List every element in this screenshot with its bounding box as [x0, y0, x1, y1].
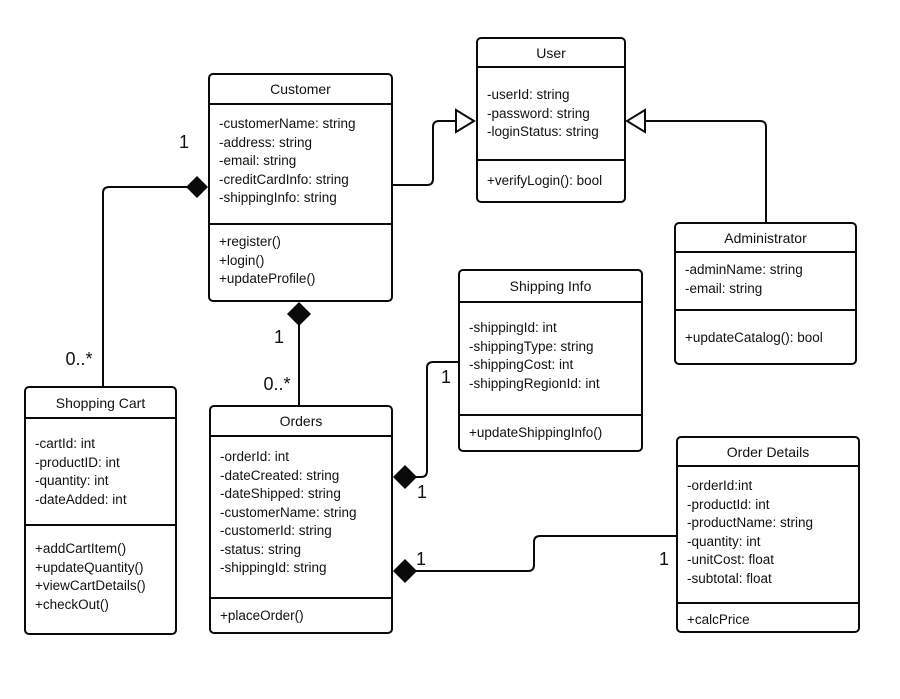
methods-section: +updateShippingInfo(): [460, 416, 641, 443]
composition-orders-orderdetails: [393, 535, 677, 583]
method-item: +viewCartDetails(): [35, 578, 146, 593]
attribute-item: -shippingCost: int: [469, 357, 574, 372]
uml-class-shippinginfo: Shipping Info -shippingId: int -shippingT…: [458, 269, 643, 452]
attribute-item: -shippingInfo: string: [219, 190, 337, 205]
attributes-section: -orderId:int -productId: int -productName:…: [678, 467, 858, 604]
attribute-item: -customerName: string: [220, 504, 357, 520]
methods-section: +updateCatalog(): bool: [676, 311, 855, 348]
attribute-item: -address: string: [219, 134, 313, 150]
attribute-item: -loginStatus: string: [487, 124, 599, 139]
multiplicity-label: 1: [440, 367, 452, 387]
attribute-item: -shippingId: int: [469, 320, 557, 335]
composition-orders-shippinginfo: [393, 361, 459, 489]
method-item: +addCartItem(): [35, 541, 127, 556]
class-title: Customer: [210, 75, 391, 105]
attribute-item: -shippingRegionId: int: [469, 375, 600, 391]
attribute-item: -customerId: string: [220, 523, 332, 538]
attributes-section: -userId: string -password: string -loginSt…: [478, 68, 624, 161]
method-item: +register(): [219, 234, 281, 249]
multiplicity-label: 1: [416, 482, 428, 502]
attribute-item: -quantity: int: [687, 533, 761, 549]
methods-section: +addCartItem() +updateQuantity() +viewCart…: [26, 526, 175, 614]
uml-class-orderdetails: Order Details -orderId:int -productId: in…: [676, 436, 860, 633]
class-title: Order Details: [678, 438, 858, 467]
multiplicity-label: 1: [178, 132, 190, 152]
attribute-item: -status: string: [220, 541, 302, 557]
uml-class-shoppingcart: Shopping Cart -cartId: int -productID: in…: [24, 386, 177, 635]
multiplicity-label: 0..*: [65, 349, 93, 369]
method-item: +updateShippingInfo(): [469, 425, 603, 440]
uml-class-orders: Orders -orderId: int -dateCreated: string…: [209, 405, 393, 634]
attribute-item: -userId: string: [487, 87, 570, 102]
method-item: +verifyLogin(): bool: [487, 173, 603, 188]
method-item: +updateProfile(): [219, 271, 316, 286]
uml-class-user: User -userId: string -password: string -lo…: [476, 37, 626, 203]
method-item: +checkOut(): [35, 596, 109, 612]
attribute-item: -shippingId: string: [220, 560, 327, 575]
method-item: +placeOrder(): [220, 608, 304, 623]
attribute-item: -productID: int: [35, 454, 120, 470]
methods-section: +placeOrder(): [211, 599, 391, 626]
composition-customer-orders: [287, 302, 311, 406]
generalization-administrator-user: [625, 108, 767, 223]
attribute-item: -dateCreated: string: [220, 467, 340, 483]
attribute-item: -email: string: [219, 153, 297, 168]
methods-section: +calcPrice: [678, 604, 858, 630]
multiplicity-label: 1: [658, 549, 670, 569]
attribute-item: -subtotal: float: [687, 570, 772, 586]
attribute-item: -email: string: [685, 280, 763, 296]
attributes-section: -shippingId: int -shippingType: string -sh…: [460, 303, 641, 416]
class-title: Shipping Info: [460, 271, 641, 303]
attribute-item: -cartId: int: [35, 436, 96, 451]
attribute-item: -unitCost: float: [687, 552, 775, 567]
multiplicity-label: 1: [273, 327, 285, 347]
attribute-item: -productName: string: [687, 515, 814, 530]
attribute-item: -adminName: string: [685, 262, 803, 277]
attribute-item: -orderId: int: [220, 449, 290, 464]
uml-class-administrator: Administrator -adminName: string -email: …: [674, 222, 857, 365]
method-item: +calcPrice: [687, 612, 750, 627]
attributes-section: -orderId: int -dateCreated: string -dateSh…: [211, 437, 391, 599]
attribute-item: -creditCardInfo: string: [219, 171, 349, 187]
method-item: +login(): [219, 252, 265, 268]
attribute-item: -customerName: string: [219, 116, 356, 131]
multiplicity-label: 0..*: [263, 374, 291, 394]
composition-customer-shoppingcart: [102, 176, 208, 387]
generalization-customer-user: [392, 108, 476, 186]
attribute-item: -orderId:int: [687, 478, 753, 493]
attribute-item: -quantity: int: [35, 473, 109, 488]
attribute-item: -dateShipped: string: [220, 486, 341, 501]
attribute-item: -shippingType: string: [469, 338, 594, 354]
methods-section: +verifyLogin(): bool: [478, 161, 624, 191]
multiplicity-label: 1: [415, 549, 427, 569]
method-item: +updateQuantity(): [35, 559, 144, 575]
class-title: Administrator: [676, 224, 855, 253]
attributes-section: -customerName: string -address: string -em…: [210, 105, 391, 225]
methods-section: +register() +login() +updateProfile(): [210, 225, 391, 289]
class-title: User: [478, 39, 624, 68]
uml-class-customer: Customer -customerName: string -address: …: [208, 73, 393, 302]
class-title: Shopping Cart: [26, 388, 175, 419]
attributes-section: -cartId: int -productID: int -quantity: in…: [26, 419, 175, 526]
attribute-item: -dateAdded: int: [35, 491, 127, 507]
attribute-item: -productId: int: [687, 496, 770, 512]
attributes-section: -adminName: string -email: string: [676, 253, 855, 311]
class-title: Orders: [211, 407, 391, 437]
method-item: +updateCatalog(): bool: [685, 330, 823, 345]
attribute-item: -password: string: [487, 105, 590, 121]
